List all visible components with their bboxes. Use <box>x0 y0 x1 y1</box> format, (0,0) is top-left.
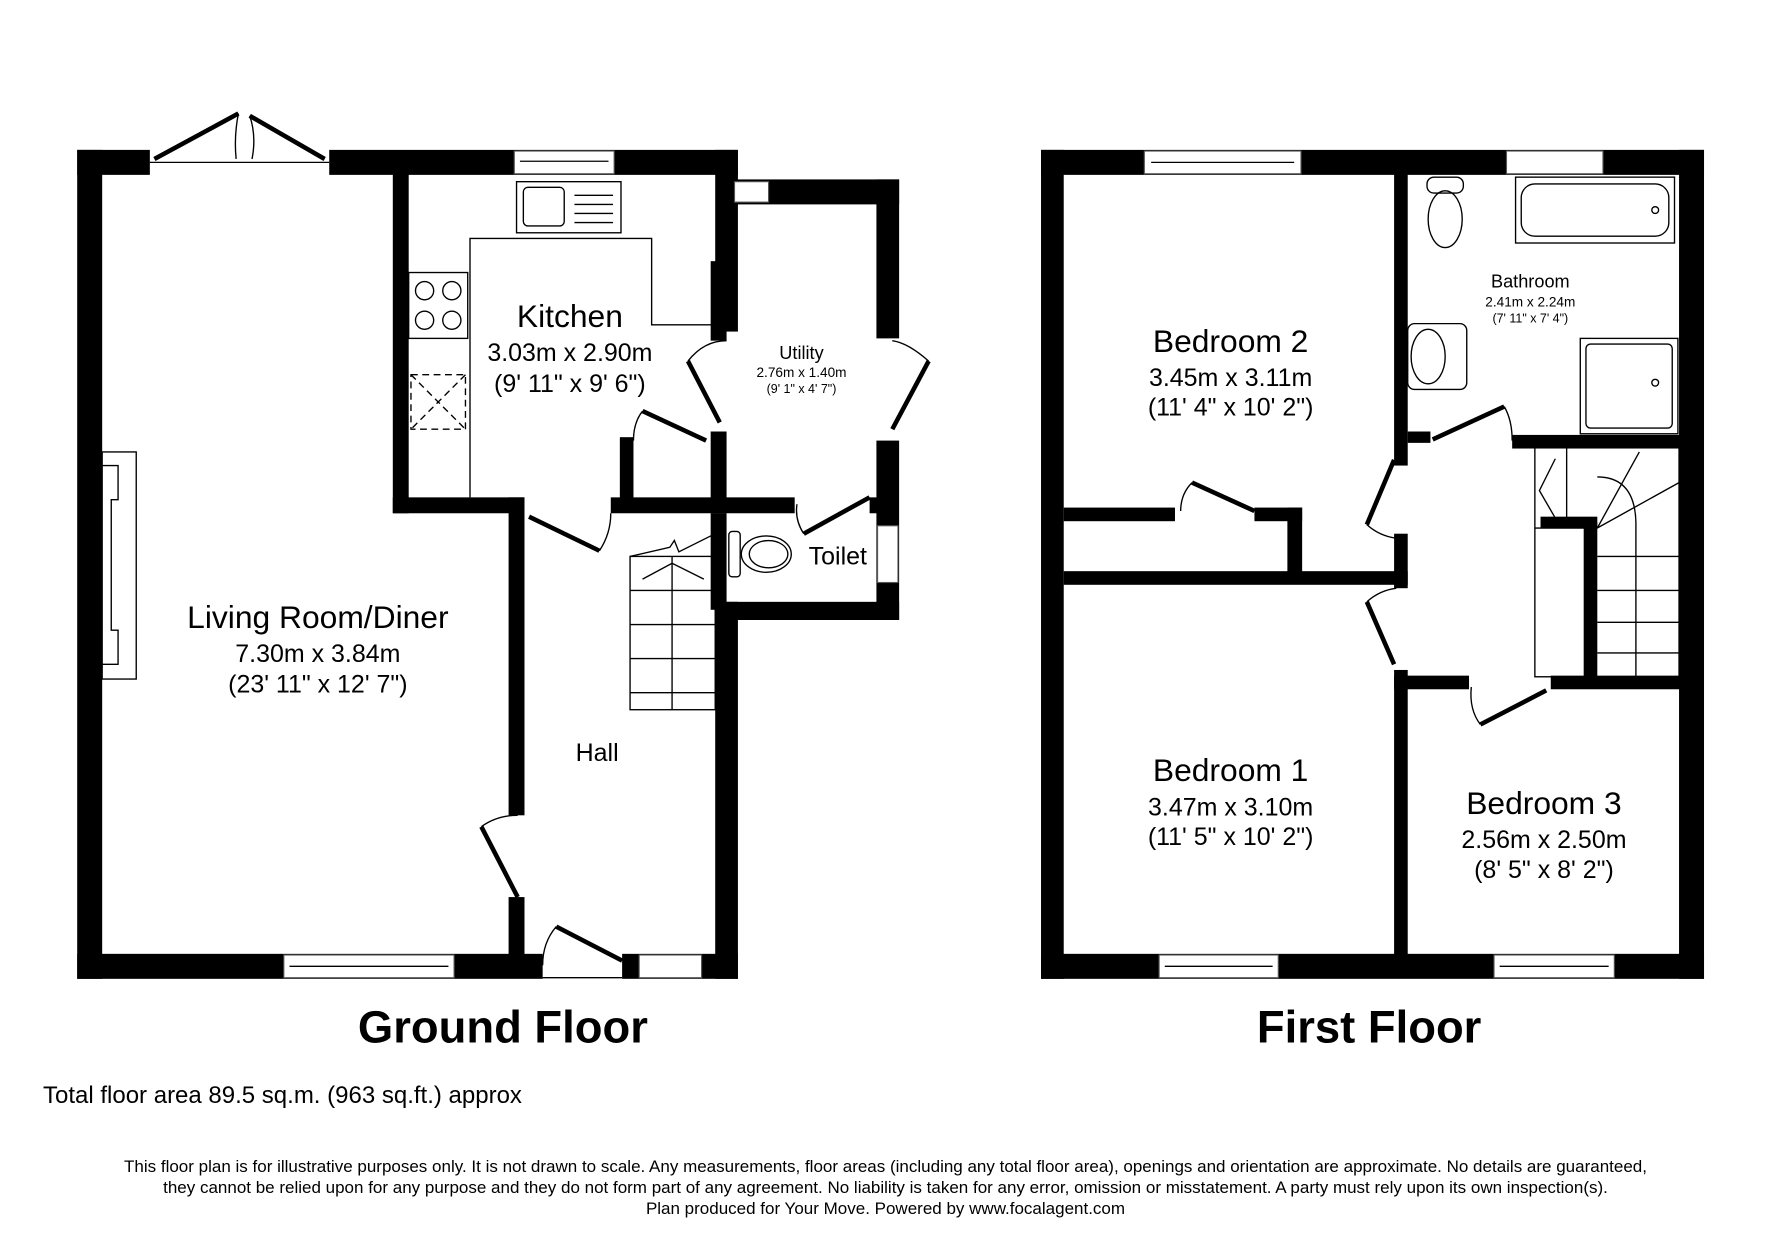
bedroom1-metric: 3.47m x 3.10m <box>1148 793 1313 821</box>
kitchen-imperial: (9' 11" x 9' 6") <box>494 370 646 398</box>
bathroom-imperial: (7' 11" x 7' 4") <box>1492 311 1568 325</box>
bedroom3-imperial: (8' 5" x 8' 2") <box>1474 856 1614 884</box>
first-floor-plan: Bedroom 2 3.45m x 3.11m (11' 4" x 10' 2"… <box>1041 149 1705 1052</box>
first-floor-title: First Floor <box>1257 1001 1481 1052</box>
total-floor-area: Total floor area 89.5 sq.m. (963 sq.ft.)… <box>43 1082 522 1109</box>
ground-floor-title: Ground Floor <box>358 1001 648 1052</box>
living-room-imperial: (23' 11" x 12' 7") <box>228 671 407 699</box>
utility-name: Utility <box>779 343 824 363</box>
utility-metric: 2.76m x 1.40m <box>756 365 846 380</box>
bathroom-metric: 2.41m x 2.24m <box>1485 295 1575 310</box>
bathroom-name: Bathroom <box>1491 271 1570 291</box>
bedroom3-name: Bedroom 3 <box>1466 785 1621 821</box>
living-room-name: Living Room/Diner <box>187 599 449 635</box>
disclaimer-line-2: they cannot be relied upon for any purpo… <box>163 1178 1608 1197</box>
bedroom3-metric: 2.56m x 2.50m <box>1461 826 1626 854</box>
bedroom2-name: Bedroom 2 <box>1153 323 1308 359</box>
disclaimer-line-1: This floor plan is for illustrative purp… <box>124 1157 1647 1176</box>
kitchen-name: Kitchen <box>517 298 623 334</box>
disclaimer-line-3: Plan produced for Your Move. Powered by … <box>645 1199 1126 1218</box>
living-room-metric: 7.30m x 3.84m <box>235 640 400 668</box>
bedroom1-name: Bedroom 1 <box>1153 752 1308 788</box>
hall-name: Hall <box>576 739 619 767</box>
ground-floor-plan: Living Room/Diner 7.30m x 3.84m (23' 11"… <box>77 111 931 1052</box>
utility-imperial: (9' 1" x 4' 7") <box>767 382 837 396</box>
bedroom2-imperial: (11' 4" x 10' 2") <box>1148 394 1314 422</box>
bedroom2-metric: 3.45m x 3.11m <box>1149 364 1312 392</box>
kitchen-metric: 3.03m x 2.90m <box>487 339 652 367</box>
disclaimer: This floor plan is for illustrative purp… <box>0 1156 1771 1219</box>
toilet-name: Toilet <box>809 542 867 570</box>
bedroom1-imperial: (11' 5" x 10' 2") <box>1148 823 1314 851</box>
